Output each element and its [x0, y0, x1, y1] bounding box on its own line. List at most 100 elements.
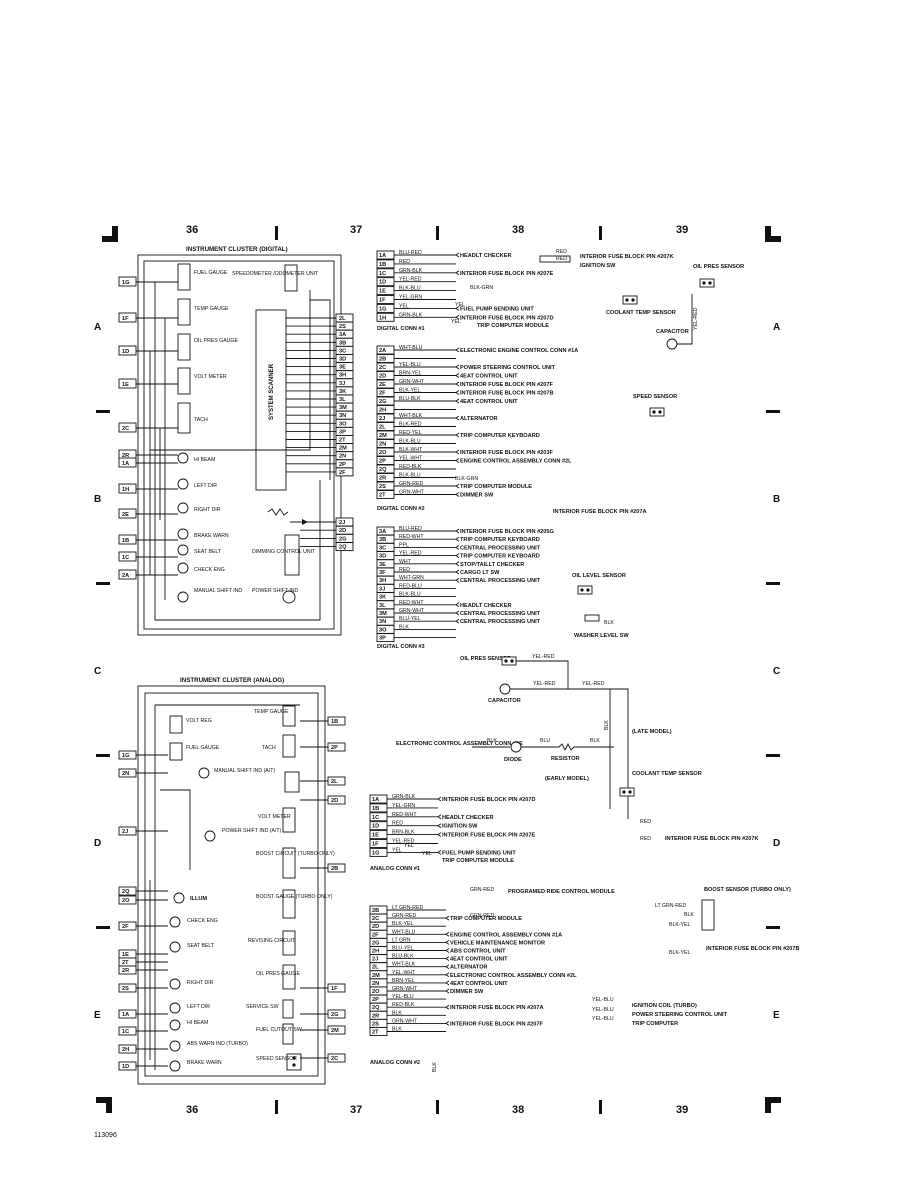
digital-right-pin-3P: 3P [339, 429, 346, 435]
digital-left-pin-box [118, 276, 137, 287]
digital-right-pin-3K: 3K [339, 389, 346, 395]
aconn1-arrow [437, 850, 442, 855]
speedo-label: SPEEDOMETER /ODOMETER UNIT [232, 271, 319, 277]
conn1-wire-color: BLK-BLU [399, 286, 421, 292]
digital-left-pin-1C: 1C [122, 555, 129, 561]
analog-left-pin-2H: 2H [122, 1047, 129, 1053]
analog-left-pin-2T: 2T [122, 960, 129, 966]
conn3-pin-3O: 3O [379, 627, 387, 633]
digital-left-pin-box [118, 551, 137, 562]
sb-yel-red3: YEL-RED [582, 681, 605, 687]
ac1-yel: YEL [404, 843, 414, 849]
ac2-boost: BOOST SENSOR (TURBO ONLY) [704, 887, 791, 893]
analog-right-pin-2M: 2M [331, 1028, 339, 1034]
conn2-wire-color: BRN-YEL [399, 371, 422, 377]
ind-hi-beam: HI BEAM [194, 457, 215, 463]
ac2-blk: BLK [684, 912, 694, 918]
digital-left-pin-box [118, 569, 137, 580]
aconn2-label: ANALOG CONN #2 [370, 1060, 420, 1066]
digital-cluster: INSTRUMENT CLUSTER (DIGITAL) FUEL GAUGE … [118, 246, 354, 636]
analog-left-pin-2N: 2N [122, 771, 129, 777]
a-service-sw: SERVICE SW [246, 1004, 279, 1010]
aconn2-wire-color: GRN-RED [392, 913, 416, 919]
conn2-pin-2A: 2A [379, 348, 386, 354]
c2-blk-grn: BLK-GRN [455, 476, 478, 482]
gauge-volt-label: VOLT METER [194, 374, 227, 380]
conn1-pin-1E: 1E [379, 289, 386, 295]
document-id: 113096 [94, 1132, 117, 1139]
conn2-dest: TRIP COMPUTER MODULE [460, 484, 532, 490]
conn2-dest: TRIP COMPUTER KEYBOARD [460, 433, 540, 439]
analog-left-pin-2R: 2R [122, 968, 129, 974]
conn1-pin-1B: 1B [379, 262, 386, 268]
conn3-pin-3H: 3H [379, 578, 386, 584]
aconn2-arrow [445, 964, 450, 970]
a-right-dir: RIGHT DIR [187, 980, 214, 986]
aconn2-dest: 4EAT CONTROL UNIT [450, 957, 508, 963]
digital-left-pin-box [118, 422, 137, 433]
sb-coolant: COOLANT TEMP SENSOR [632, 771, 702, 777]
digital-left-pin-box [118, 534, 137, 545]
conn2-arrow [455, 364, 460, 370]
digital-left-pin-2C: 2C [122, 426, 129, 432]
gauge-tach-label: TACH [194, 417, 208, 423]
conn2-dest: POWER STEERING CONTROL UNIT [460, 365, 556, 371]
conn3-pin-3F: 3F [379, 570, 386, 576]
conn3-dest: CENTRAL PROCESSING UNIT [460, 578, 541, 584]
sb-capacitor: CAPACITOR [488, 698, 521, 704]
digital-left-pin-1H: 1H [122, 487, 129, 493]
ind-manual-shift: MANUAL SHIFT IND [194, 588, 242, 594]
conn1-wire-color: YEL [399, 303, 409, 309]
digital-left-pin-2R: 2R [122, 453, 129, 459]
a-hi-beam: HI BEAM [187, 1020, 208, 1026]
conn2-wire-color: YEL-WHT [399, 456, 423, 462]
ind-right-dir: RIGHT DIR [194, 507, 221, 513]
analog-left-pin-1E: 1E [122, 952, 129, 958]
conn1-label: DIGITAL CONN #1 [377, 326, 425, 332]
digital-left-pin-2E: 2E [122, 512, 129, 518]
c1-blk-grn: BLK-GRN [470, 285, 493, 291]
ac2-ign-turbo: IGNITION COIL (TURBO) [632, 1003, 697, 1009]
conn3-dest: CENTRAL PROCESSING UNIT [460, 619, 541, 625]
a-volt-reg: VOLT REG [186, 718, 212, 724]
aconn2-arrow [445, 931, 450, 937]
digital-internal-wires [149, 282, 336, 621]
aconn2-dest: ALTERNATOR [450, 965, 488, 971]
sb-oil-pres: OIL PRES SENSOR [460, 656, 511, 662]
a-abs-warn: ABS WARN IND (TURBO) [187, 1041, 248, 1047]
conn2-pin-2R: 2R [379, 476, 386, 482]
conn2-arrow [455, 483, 460, 489]
aconn2-pin-2Q: 2Q [372, 1005, 380, 1011]
digital-right-pin-2Q: 2Q [339, 545, 347, 551]
row-label-b-right: B [773, 494, 780, 505]
analog-left-pin-2J: 2J [122, 829, 128, 835]
conn2-wire-color: BLK-BLU [399, 439, 421, 445]
aconn2-wire-color: LT GRN-RED [392, 905, 423, 911]
sensor-block: OIL PRES SENSOR YEL-RED YEL-RED YEL-RED … [396, 654, 702, 819]
system-scanner-label: SYSTEM SCANNER [269, 363, 275, 420]
aconn2-pin-2P: 2P [372, 997, 379, 1003]
digital-right-pin-3A: 3A [339, 332, 346, 338]
col-label-39: 39 [676, 224, 688, 236]
conn2-arrow [455, 415, 460, 421]
conn2-wire-color: BLK-RED [399, 422, 422, 428]
conn2-wire-color: WHT-BLK [399, 413, 423, 419]
aconn1-wire-color: GRN-BLK [392, 794, 416, 800]
c1-capacitor: CAPACITOR [656, 329, 689, 335]
ac2-blk-yel: BLK-YEL [669, 922, 690, 928]
digital-right-pin-2L: 2L [339, 316, 346, 322]
ac2-lt-grn-red: LT GRN-RED [655, 903, 686, 909]
sb-blk2: BLK [590, 738, 600, 744]
digital-gauges: FUEL GAUGE TEMP GAUGE OIL PRES GAUGE VOL… [177, 263, 238, 434]
aconn2-wire-color: GRN-WHT [392, 1018, 418, 1024]
aconn1-wire-color: YEL [392, 847, 402, 853]
conn2-pin-2J: 2J [379, 416, 385, 422]
ind-left-dir: LEFT DIR [194, 483, 217, 489]
conn2-arrow [455, 373, 460, 378]
a-revising: REVISING CIRCUIT [248, 938, 296, 944]
